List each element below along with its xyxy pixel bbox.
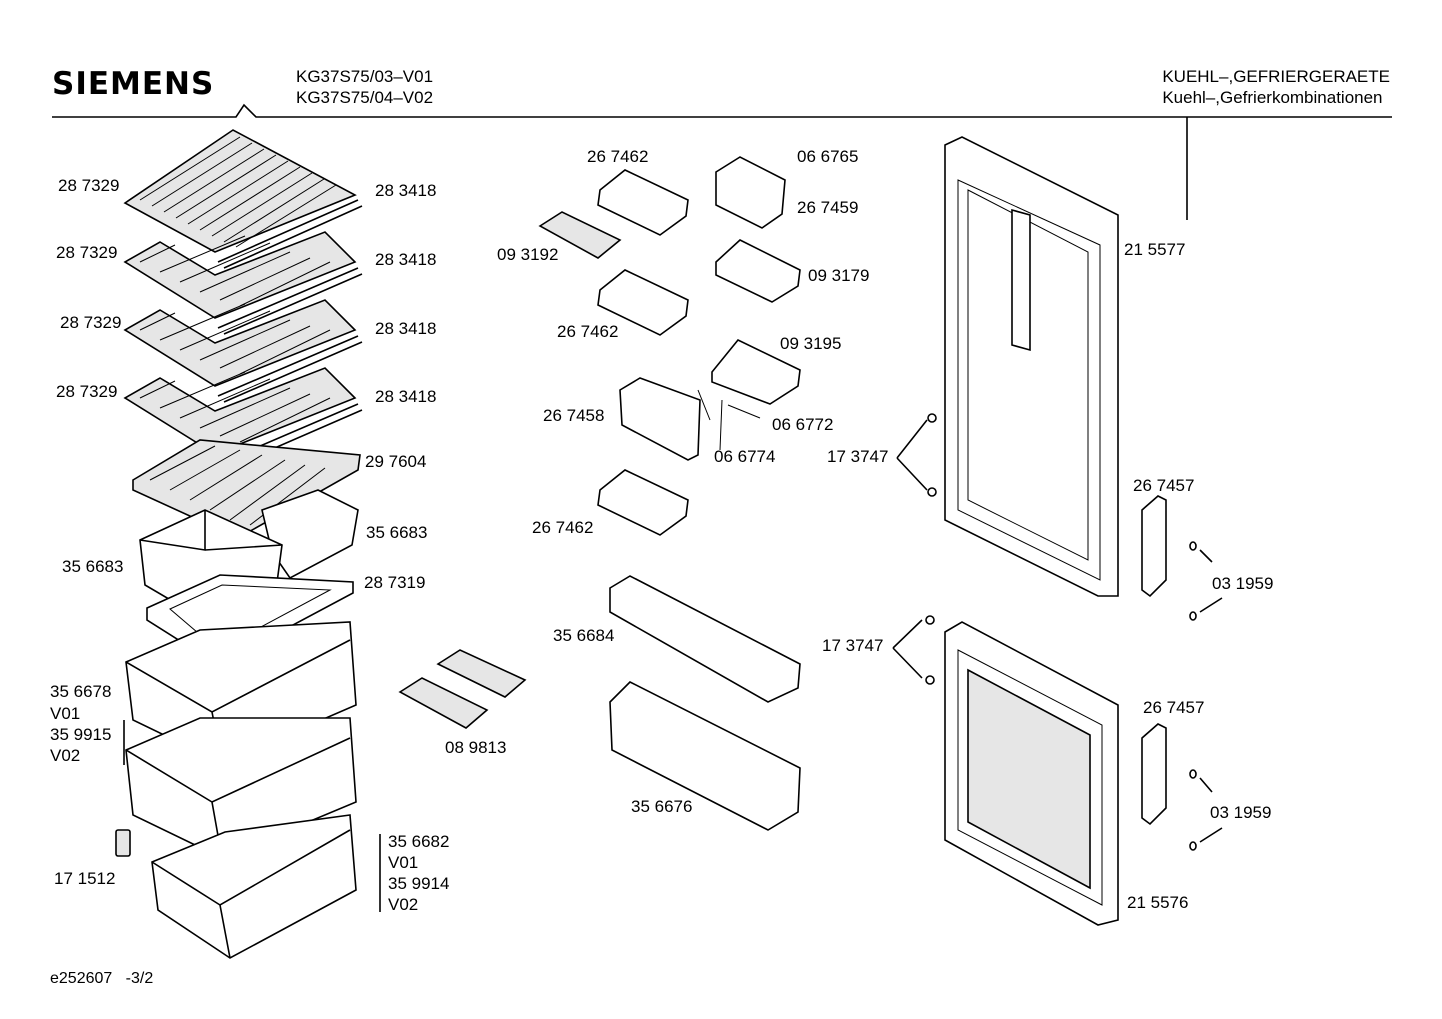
part-label: 06 6774 — [714, 447, 775, 466]
model-number: KG37S75/03–V01 — [296, 67, 434, 86]
hardware — [892, 413, 1223, 851]
part-label: 28 7329 — [60, 313, 121, 332]
part-label: 35 6683 — [366, 523, 427, 542]
part-label: 26 7459 — [797, 198, 858, 217]
part-label: V01 — [388, 853, 418, 872]
part-label: 28 3418 — [375, 181, 436, 200]
part-label: 28 7329 — [58, 176, 119, 195]
part-label: 09 3179 — [808, 266, 869, 285]
part-label: 03 1959 — [1210, 803, 1271, 822]
part-label: 35 6678 — [50, 682, 111, 701]
part-label: 06 6772 — [772, 415, 833, 434]
part-label: V02 — [388, 895, 418, 914]
part-label: 28 7329 — [56, 382, 117, 401]
part-label: 08 9813 — [445, 738, 506, 757]
part-label: 21 5577 — [1124, 240, 1185, 259]
part-label: 35 9915 — [50, 725, 111, 744]
wire-shelf — [123, 299, 363, 403]
category-line: KUEHL–,GEFRIERGERAETE — [1162, 67, 1390, 86]
wire-shelves — [123, 129, 363, 471]
door-bins — [538, 156, 801, 831]
part-label: 26 7462 — [557, 322, 618, 341]
model-number: KG37S75/04–V02 — [296, 88, 434, 107]
part-label: 35 9914 — [388, 874, 449, 893]
part-label: 26 7457 — [1133, 476, 1194, 495]
part-label: 06 6765 — [797, 147, 858, 166]
document-id: e252607 — [50, 970, 113, 987]
part-label: 28 3418 — [375, 387, 436, 406]
part-label: V01 — [50, 704, 80, 723]
part-label: 26 7462 — [532, 518, 593, 537]
brand-logo: SIEMENS — [52, 66, 215, 102]
wire-shelf — [123, 231, 363, 335]
doors — [944, 136, 1119, 926]
part-label: 29 7604 — [365, 452, 426, 471]
part-label: 35 6676 — [631, 797, 692, 816]
part-label: 35 6684 — [553, 626, 614, 645]
part-labels: 28 7329 28 3418 28 7329 28 3418 28 7329 … — [50, 147, 1273, 914]
part-label: 17 3747 — [822, 636, 883, 655]
part-label: V02 — [50, 746, 80, 765]
part-label: 35 6683 — [62, 557, 123, 576]
part-label: 17 1512 — [54, 869, 115, 888]
category-line: Kuehl–,Gefrierkombinationen — [1162, 88, 1383, 107]
part-label: 09 3192 — [497, 245, 558, 264]
footer: e252607 -3/2 — [50, 970, 153, 988]
part-label: 28 7329 — [56, 243, 117, 262]
part-label: 35 6682 — [388, 832, 449, 851]
part-label: 09 3195 — [780, 334, 841, 353]
part-label: 26 7458 — [543, 406, 604, 425]
part-label: 28 3418 — [375, 319, 436, 338]
part-label: 17 3747 — [827, 447, 888, 466]
ice-trays — [398, 649, 527, 729]
part-label: 21 5576 — [1127, 893, 1188, 912]
part-label: 28 7319 — [364, 573, 425, 592]
part-label: 28 3418 — [375, 250, 436, 269]
glass-shelf — [132, 439, 361, 539]
appliance-category: KUEHL–,GEFRIERGERAETE Kuehl–,Gefrierkomb… — [1162, 66, 1390, 108]
model-numbers: KG37S75/03–V01 KG37S75/04–V02 — [296, 66, 433, 108]
part-label: 03 1959 — [1212, 574, 1273, 593]
part-label: 26 7457 — [1143, 698, 1204, 717]
drawers — [115, 621, 381, 959]
part-label: 26 7462 — [587, 147, 648, 166]
header-rule — [52, 103, 1392, 220]
crisper-boxes — [139, 489, 359, 666]
page-number: -3/2 — [125, 970, 154, 987]
wire-shelf — [123, 129, 363, 269]
